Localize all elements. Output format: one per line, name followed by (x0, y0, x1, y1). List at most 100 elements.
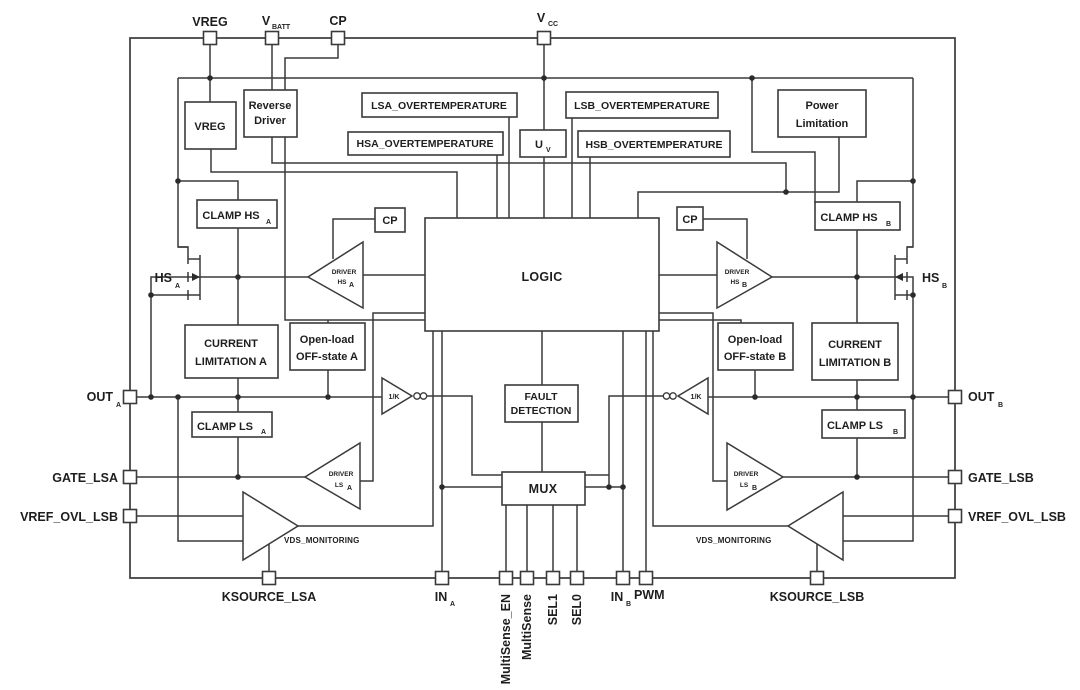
block-fault-detection-label2: DETECTION (511, 405, 572, 417)
block-mux (501, 471, 586, 506)
block-openload-offstate-b (717, 322, 794, 371)
pins (122, 30, 963, 586)
block-driver-ls-a-sub: A (347, 485, 352, 492)
block-hsb-overtemperature (577, 130, 731, 158)
pin-vref-ovl-lsb-right-label: VREF_OVL_LSB (968, 510, 1066, 524)
block-openload-offstate-a-label1: Open-load (300, 334, 354, 346)
block-driver-hs-a-label1: DRIVER (332, 269, 357, 276)
pin-ksource-lsa (261, 570, 277, 586)
inversion-bubble (413, 392, 421, 400)
block-hsa-overtemperature-label: HSA_OVERTEMPERATURE (357, 138, 494, 150)
block-lsa-overtemperature (361, 92, 518, 118)
pin-labels: VREG V BATT CP V CC OUT A GATE_LSA VREF_… (20, 11, 1066, 684)
pin-vcc (536, 30, 552, 46)
block-driver-hs-b (716, 240, 774, 310)
pin-multisense-en (498, 570, 514, 586)
block-driver-ls-b-sub: B (752, 485, 757, 492)
mosfet-hs-a-sub: A (175, 283, 180, 290)
block-cp-a-label: CP (382, 215, 397, 227)
block-cp-b (676, 206, 704, 231)
pin-out-a (122, 389, 138, 405)
block-cp-b-label: CP (682, 214, 697, 226)
block-clamp-hs-a (196, 199, 278, 229)
block-clamp-ls-a-sub: A (261, 429, 266, 436)
block-reverse-driver (243, 89, 298, 138)
block-mux-label: MUX (529, 482, 558, 496)
block-driver-hs-a-sub: A (349, 282, 354, 289)
pin-gate-lsb (947, 469, 963, 485)
block-undervoltage-label: U (535, 139, 543, 151)
block-openload-offstate-b-label2: OFF-state B (724, 351, 786, 363)
pin-multisense (519, 570, 535, 586)
block-reverse-driver-label2: Driver (254, 115, 287, 127)
pin-pwm (638, 570, 654, 586)
block-undervoltage-sub: V (546, 147, 551, 154)
block-current-limitation-a (184, 324, 279, 379)
pin-sel1 (545, 570, 561, 586)
block-fault-detection-label1: FAULT (524, 391, 558, 403)
pin-vref-ovl-lsb-left (122, 508, 138, 524)
mosfet-hs-b-label: HS (922, 271, 939, 285)
mosfet-hs-a-label: HS (155, 271, 172, 285)
pin-in-a-sub: A (450, 601, 455, 608)
pin-cp (330, 30, 346, 46)
block-driver-hs-b-label2: HS (730, 279, 740, 286)
block-sense-ratio-a (381, 376, 414, 416)
block-hsa-overtemperature (347, 131, 504, 156)
block-driver-ls-a (303, 441, 361, 511)
block-lsa-overtemperature-label: LSA_OVERTEMPERATURE (371, 100, 507, 112)
block-current-limitation-a-label1: CURRENT (204, 338, 258, 350)
pin-gate-lsa (122, 469, 138, 485)
pin-vref-ovl-lsb-left-label: VREF_OVL_LSB (20, 510, 118, 524)
pin-ksource-lsb-label: KSOURCE_LSB (770, 590, 864, 604)
block-openload-offstate-b-label1: Open-load (728, 334, 782, 346)
mosfet-arrow (895, 273, 903, 281)
pin-gate-lsa-label: GATE_LSA (52, 471, 118, 485)
block-undervoltage (519, 129, 567, 158)
block-vds-monitoring-a (242, 490, 300, 562)
block-vreg (184, 101, 237, 150)
amplifiers: DRIVER HS A DRIVER HS B DRIVER LS A DRIV… (242, 240, 844, 562)
pin-vreg (202, 30, 218, 46)
pin-out-a-label: OUT (87, 390, 114, 404)
pin-vref-ovl-lsb-right (947, 508, 963, 524)
block-driver-hs-b-sub: B (742, 282, 747, 289)
pin-multisense-en-label: MultiSense_EN (499, 594, 513, 684)
junction-dots (148, 75, 916, 490)
block-driver-ls-b (726, 441, 785, 512)
pin-out-a-sub: A (116, 402, 121, 409)
block-sense-ratio-b (676, 376, 709, 416)
pin-gate-lsb-label: GATE_LSB (968, 471, 1034, 485)
inversion-bubble (662, 392, 671, 400)
block-vds-monitoring-b (786, 490, 844, 562)
block-current-limitation-b (811, 322, 899, 381)
block-logic (424, 217, 660, 332)
pin-vbatt (264, 30, 280, 46)
block-sense-ratio-a-label: 1/K (389, 394, 400, 401)
blocks: VREG Reverse Driver LSA_OVERTEMPERATURE … (184, 89, 906, 506)
block-current-limitation-b-label2: LIMITATION B (819, 357, 891, 369)
pin-vreg-label: VREG (192, 15, 227, 29)
block-driver-ls-b-label1: DRIVER (734, 471, 759, 478)
block-driver-hs-b-label1: DRIVER (725, 269, 750, 276)
block-lsb-overtemperature (565, 91, 719, 119)
block-reverse-driver-label1: Reverse (249, 100, 292, 112)
pin-cp-label: CP (329, 14, 346, 28)
block-openload-offstate-a-label2: OFF-state A (296, 351, 358, 363)
pin-in-a-label: IN (435, 590, 448, 604)
block-clamp-hs-b-sub: B (886, 221, 891, 228)
block-clamp-ls-a-label: CLAMP LS (197, 421, 253, 433)
pin-out-b-sub: B (998, 402, 1003, 409)
block-lsb-overtemperature-label: LSB_OVERTEMPERATURE (574, 100, 710, 112)
block-clamp-hs-b (814, 201, 901, 231)
pin-vcc-label: V (537, 11, 546, 25)
inversion-bubble (669, 392, 677, 400)
pin-sel1-label: SEL1 (546, 594, 560, 625)
pin-ksource-lsa-label: KSOURCE_LSA (222, 590, 316, 604)
block-driver-ls-a-label2: LS (335, 482, 344, 489)
pin-multisense-label: MultiSense (520, 594, 534, 660)
block-fault-detection (504, 384, 579, 423)
pin-vcc-sub: CC (548, 21, 558, 28)
